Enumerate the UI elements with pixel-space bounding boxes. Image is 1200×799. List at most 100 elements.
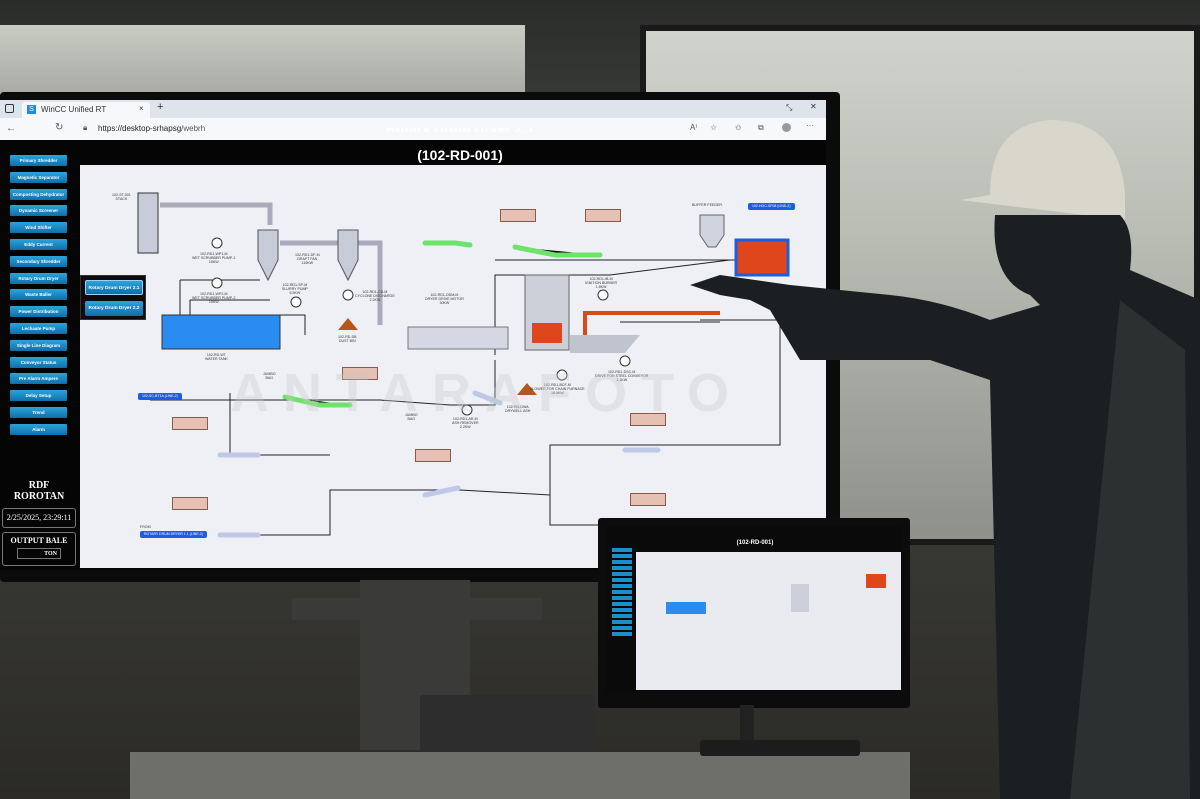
drywell-ash-pile bbox=[517, 383, 537, 395]
sub-nav-panel: Rotary Drum Dryer 2.1 Rotary Drum Dryer … bbox=[80, 275, 146, 320]
new-tab-icon[interactable]: + bbox=[157, 101, 164, 113]
pump-icon bbox=[211, 277, 223, 289]
rotary-drum bbox=[407, 326, 509, 350]
motor-info-box[interactable] bbox=[585, 209, 621, 222]
sidebar-item-conveyor-status[interactable]: Conveyor Status bbox=[10, 356, 67, 368]
favorites-icon[interactable]: ✩ bbox=[735, 123, 742, 132]
motor-info-box[interactable] bbox=[415, 449, 451, 462]
browser-tab-bar: S WinCC Unified RT × + ⤡ ✕ bbox=[0, 100, 826, 118]
oil-tank bbox=[734, 238, 790, 277]
sidebar-item-delay-setup[interactable]: Delay Setup bbox=[10, 390, 67, 402]
sidebar-item-rotary-drum-dryer[interactable]: Rotary Drum Dryer bbox=[10, 272, 67, 284]
small-title: (102-RD-001) bbox=[736, 540, 774, 546]
sidebar-item-primary-shredder[interactable]: Primary Shredder bbox=[10, 155, 67, 166]
sidebar-item-power-distribution[interactable]: Power Distribution bbox=[10, 306, 67, 318]
buffer-feeder bbox=[699, 214, 725, 248]
label-ash-remover: 102-RD1-AR-M ASH REMOVER 2.2KW bbox=[452, 417, 479, 430]
title-line-2: (102-RD-001) bbox=[417, 147, 503, 163]
sidebar-item-dynamic-screener[interactable]: Dynamic Screener bbox=[10, 205, 67, 217]
motor-icon bbox=[556, 369, 568, 381]
factory-window-left bbox=[0, 25, 525, 95]
pump-icon bbox=[290, 296, 302, 308]
small-diagram bbox=[636, 552, 901, 690]
hard-hat-icon bbox=[960, 120, 1125, 220]
output-bale-panel: OUTPUT BALE TON bbox=[2, 532, 76, 566]
sidebar-item-secondary-shredder[interactable]: Secondary Shredder bbox=[10, 255, 67, 267]
tag-outlet[interactable]: 102-SC-BT1A (LINE-2) bbox=[138, 393, 182, 400]
output-bale-label: OUTPUT BALE bbox=[10, 536, 68, 545]
hot-air-duct bbox=[583, 311, 720, 335]
sidebar-item-alarm[interactable]: Alarm bbox=[10, 423, 67, 435]
sidebar-item-single-line-diagram[interactable]: Single Line Diagram bbox=[10, 339, 67, 351]
conveyor-green bbox=[512, 244, 603, 258]
sub-nav-dryer-2-2[interactable]: Rotary Drum Dryer 2.2 bbox=[85, 301, 143, 316]
sidebar-item-lechaate-pump[interactable]: Lechaate Pump bbox=[10, 323, 67, 334]
favorite-add-icon[interactable]: ☆ bbox=[710, 123, 718, 132]
conveyor bbox=[472, 390, 503, 406]
output-bale-value: TON bbox=[17, 548, 61, 559]
close-window-icon[interactable]: ✕ bbox=[810, 102, 817, 111]
tab-actions-icon[interactable] bbox=[5, 104, 14, 113]
small-nav bbox=[612, 548, 632, 638]
refresh-icon[interactable]: ↻ bbox=[55, 122, 64, 133]
motor-info-box[interactable] bbox=[342, 367, 378, 380]
water-tank bbox=[161, 314, 281, 350]
person-silhouette bbox=[690, 120, 1200, 799]
tag-top[interactable]: 102-HOC-SF08 (LINE-2) bbox=[748, 203, 795, 210]
label-stack: 102-ST-001 STACK bbox=[112, 193, 131, 202]
projector-box bbox=[420, 695, 595, 757]
motor-info-box[interactable] bbox=[500, 209, 536, 222]
lock-icon: 🔒︎ bbox=[83, 123, 88, 132]
motor-icon bbox=[597, 289, 609, 301]
small-monitor-stand bbox=[740, 705, 754, 745]
url-field[interactable]: https://desktop-srhapsg/webrh bbox=[98, 124, 205, 133]
more-icon[interactable]: ··· bbox=[806, 121, 814, 130]
label-wp1: 102-RD1-WP1-M WET SCRUBBER PUMP-1 15KW bbox=[192, 252, 236, 265]
collections-icon[interactable]: ⧉ bbox=[758, 123, 764, 132]
sub-nav-dryer-2-1[interactable]: Rotary Drum Dryer 2.1 bbox=[85, 280, 143, 295]
label-draft-fan: 102-RD1-DF-M DRAFT FAN 110KW bbox=[295, 253, 320, 266]
motor-info-box[interactable] bbox=[172, 497, 208, 510]
tab-wincc[interactable]: S WinCC Unified RT × bbox=[22, 102, 150, 118]
conveyor-green bbox=[282, 394, 353, 408]
motor-info-box[interactable] bbox=[172, 417, 208, 430]
pipes-svg bbox=[137, 192, 790, 538]
label-slurry-pump: 102-RD1-SP-M SLURRY PUMP 5.5KW bbox=[282, 283, 308, 296]
sidebar-item-composting-dehydrator[interactable]: Composting Dehydrator bbox=[10, 188, 67, 200]
small-monitor-base bbox=[700, 740, 860, 756]
desk bbox=[130, 752, 910, 799]
sidebar-item-pre-alarm-ampere[interactable]: Pre Alarm Ampere bbox=[10, 373, 67, 385]
label-buffer-feeder: BUFFER FEEDER bbox=[692, 203, 722, 207]
sidebar-item-magnetic-separator[interactable]: Magnetic Separator bbox=[10, 171, 67, 183]
person-back bbox=[1070, 300, 1190, 799]
stack bbox=[137, 192, 159, 254]
conveyor bbox=[422, 485, 461, 498]
tag-inlet[interactable]: ROTARY DRUM DRYER 1.1 (LINE-2) bbox=[140, 531, 207, 538]
label-ignition-burner: 102-RD1-IB-M IGNITION BURNER 1.8KW bbox=[585, 277, 618, 290]
sidebar-item-trend[interactable]: Trend bbox=[10, 407, 67, 418]
watermark: ANTARAFOTO bbox=[230, 363, 743, 423]
sidebar-item-eddy-current[interactable]: Eddy Current bbox=[10, 239, 67, 250]
motor-icon bbox=[461, 404, 473, 416]
label-cyclone-discharge: 102-RD1-CD-M CYCLONE DISCHARGE 2.2KW bbox=[355, 290, 395, 303]
motor-icon bbox=[619, 355, 631, 367]
fire-icon bbox=[532, 323, 562, 343]
label-drywell-ash: 102-RD-DWA DRYWELL ASH bbox=[505, 405, 531, 414]
small-furnace bbox=[791, 584, 809, 612]
label-jumbo-bag-2: JUMBO BAG bbox=[405, 413, 418, 422]
label-dryer-drive: 102-RD1-DDM-M DRYER DRIVE MOTOR 30KW bbox=[425, 293, 464, 306]
sidebar-item-wind-shifter[interactable]: Wind Shifter bbox=[10, 222, 67, 234]
motor-info-box[interactable] bbox=[630, 413, 666, 426]
motor-info-box[interactable] bbox=[630, 493, 666, 506]
read-aloud-icon[interactable]: A⁾ bbox=[690, 123, 698, 132]
profile-avatar[interactable] bbox=[782, 123, 791, 132]
person-body bbox=[690, 215, 1200, 799]
datetime: 2/25/2025, 23:29:11 bbox=[2, 508, 76, 528]
small-water-tank bbox=[666, 602, 706, 614]
minimize-icon[interactable]: ⤡ bbox=[786, 103, 793, 112]
sidebar-item-waste-baller[interactable]: Waste Baller bbox=[10, 289, 67, 301]
close-tab-icon[interactable]: × bbox=[139, 104, 144, 113]
back-icon[interactable]: ← bbox=[6, 123, 16, 134]
ash-chute bbox=[570, 335, 640, 353]
scrubber bbox=[257, 229, 279, 282]
